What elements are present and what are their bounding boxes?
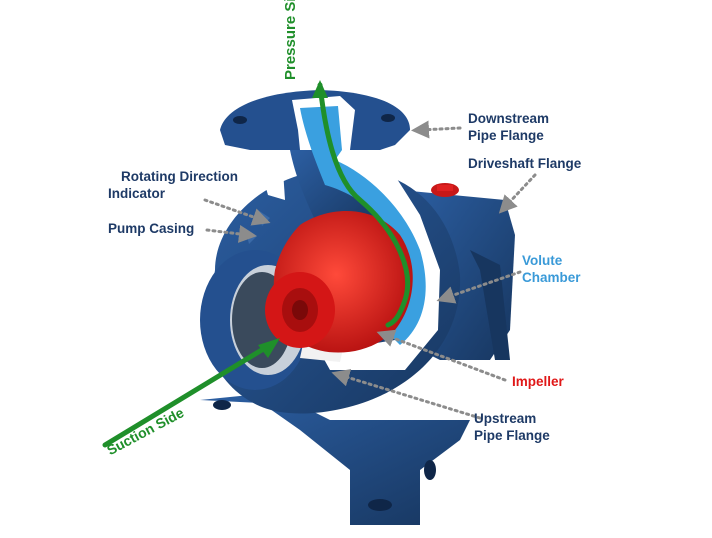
leader-lines <box>203 120 537 420</box>
flow-arrows <box>102 80 411 448</box>
pressure-side-label: Pressure Side <box>282 0 299 80</box>
driveshaft-flange-label: Driveshaft Flange <box>468 156 582 171</box>
rotating-direction-label: Rotating Direction Indicator <box>108 169 238 201</box>
upstream-flange-label: Upstream Pipe Flange <box>474 411 550 443</box>
volute-chamber-label: Volute Chamber <box>522 253 581 285</box>
impeller-label: Impeller <box>512 374 564 389</box>
volute-chamber <box>300 106 426 345</box>
downstream-flange-label: Downstream Pipe Flange <box>468 111 550 143</box>
impeller <box>265 211 413 353</box>
pump-base <box>200 395 470 525</box>
pump-casing-label: Pump Casing <box>108 221 195 236</box>
